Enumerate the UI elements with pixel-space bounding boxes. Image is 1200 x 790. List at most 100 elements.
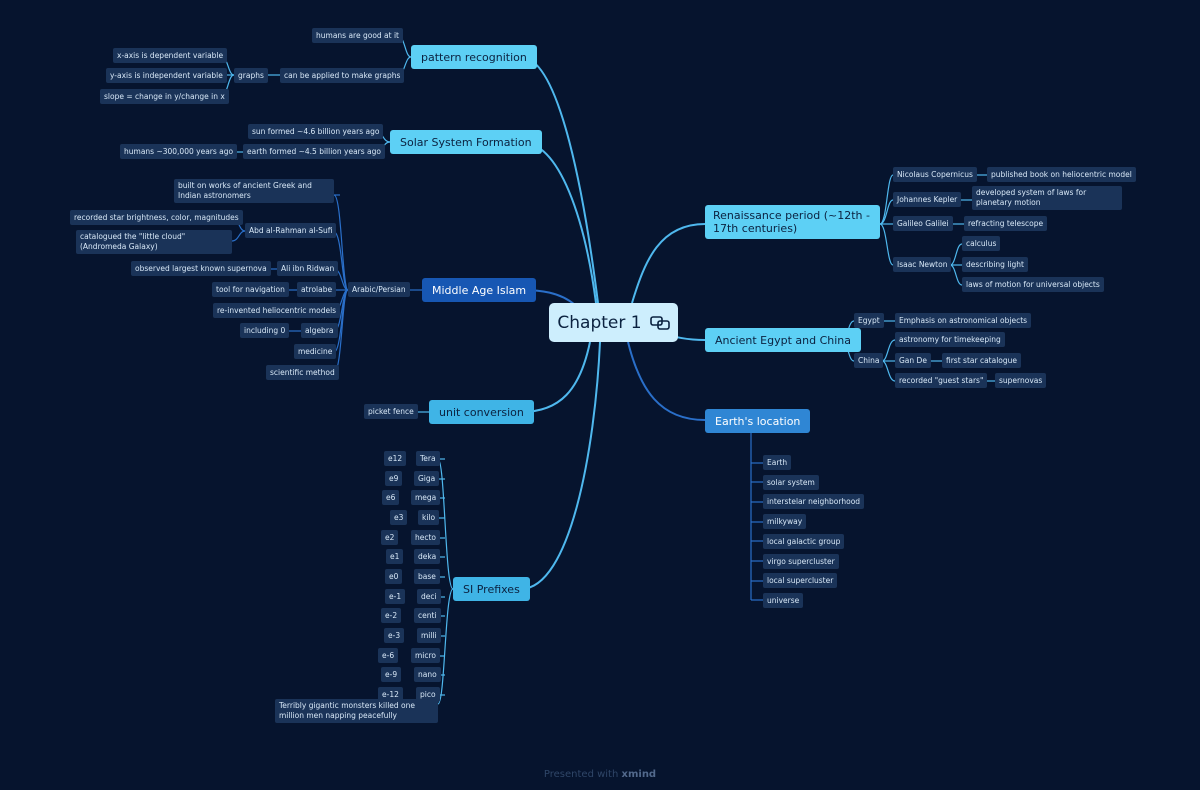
egypt-supernovas[interactable]: supernovas — [995, 373, 1047, 388]
topic-middle-age-islam[interactable]: Middle Age Islam — [422, 278, 537, 302]
topic-label: unit conversion — [439, 405, 524, 419]
topic-solar-system[interactable]: Solar System Formation — [390, 130, 542, 154]
islam-catalogued[interactable]: catalogued the "little cloud" (Andromeda… — [76, 230, 232, 254]
islam-astrolabe[interactable]: atrolabe — [297, 282, 337, 297]
si-prefix-exponent[interactable]: e6 — [382, 490, 400, 505]
si-prefix-name[interactable]: Tera — [416, 451, 440, 466]
pattern-y-axis[interactable]: y-axis is independent variable — [106, 68, 227, 83]
egypt-first-star[interactable]: first star catalogue — [942, 353, 1022, 368]
connector — [879, 199, 894, 225]
islam-algebra[interactable]: algebra — [301, 323, 338, 338]
central-topic[interactable]: Chapter 1 — [549, 303, 678, 342]
islam-arabic[interactable]: Arabic/Persian — [348, 282, 410, 297]
location-item[interactable]: milkyway — [763, 514, 807, 530]
si-prefix-name[interactable]: deci — [417, 589, 441, 604]
si-prefix-name[interactable]: kilo — [418, 510, 440, 525]
si-prefix-exponent[interactable]: e0 — [385, 569, 403, 584]
footer-credit: Presented with xmind — [0, 769, 1200, 780]
si-prefix-exponent[interactable]: e12 — [384, 451, 407, 466]
connector — [437, 458, 454, 590]
ren-calculus[interactable]: calculus — [962, 236, 1001, 251]
connector — [520, 56, 599, 304]
si-prefix-name[interactable]: micro — [411, 648, 441, 663]
ren-galilei[interactable]: Galileo Galilei — [893, 216, 953, 231]
topic-pattern-recognition[interactable]: pattern recognition — [411, 45, 537, 69]
islam-supernova[interactable]: observed largest known supernova — [131, 261, 271, 276]
si-prefix-exponent[interactable]: e1 — [386, 549, 404, 564]
egypt-emphasis[interactable]: Emphasis on astronomical objects — [895, 313, 1032, 328]
pattern-slope[interactable]: slope = change in y/change in x — [100, 89, 229, 104]
topic-egypt-china[interactable]: Ancient Egypt and China — [705, 328, 861, 352]
ren-copernicus[interactable]: Nicolaus Copernicus — [893, 167, 977, 182]
egypt-timekeeping[interactable]: astronomy for timekeeping — [895, 332, 1005, 347]
location-item[interactable]: Earth — [763, 455, 792, 470]
solar-humans[interactable]: humans ~300,000 years ago — [120, 144, 238, 159]
connector — [949, 264, 963, 286]
si-prefix-name[interactable]: mega — [411, 490, 441, 505]
si-prefix-exponent[interactable]: e-6 — [378, 648, 399, 663]
ren-light[interactable]: describing light — [962, 257, 1028, 272]
si-prefix-exponent[interactable]: e3 — [390, 510, 408, 525]
unit-picket-fence[interactable]: picket fence — [364, 404, 418, 419]
egypt-gan-de[interactable]: Gan De — [895, 353, 931, 368]
solar-sun[interactable]: sun formed ~4.6 billion years ago — [248, 124, 384, 139]
si-prefix-name[interactable]: centi — [414, 608, 441, 623]
footer-prefix: Presented with — [543, 769, 619, 780]
ren-motion[interactable]: laws of motion for universal objects — [962, 277, 1104, 292]
topic-label: SI Prefixes — [463, 582, 520, 596]
islam-ridwan[interactable]: Ali ibn Ridwan — [277, 261, 339, 276]
si-prefix-name[interactable]: milli — [417, 628, 441, 643]
pattern-can-be-applied[interactable]: can be applied to make graphs — [280, 68, 405, 83]
ren-telescope[interactable]: refracting telescope — [964, 216, 1048, 231]
si-prefix-name[interactable]: base — [414, 569, 440, 584]
topic-si-prefixes[interactable]: SI Prefixes — [453, 577, 530, 601]
islam-navigation[interactable]: tool for navigation — [212, 282, 289, 297]
si-prefix-exponent[interactable]: e2 — [381, 530, 399, 545]
si-prefix-exponent[interactable]: e-1 — [385, 589, 406, 604]
egypt-egypt[interactable]: Egypt — [854, 313, 884, 328]
egypt-china[interactable]: China — [854, 353, 884, 368]
connector — [627, 341, 706, 421]
si-prefix-exponent[interactable]: e-12 — [378, 687, 403, 702]
islam-scientific[interactable]: scientific method — [266, 365, 339, 380]
si-prefix-name[interactable]: nano — [414, 667, 441, 682]
location-item[interactable]: solar system — [763, 474, 819, 490]
islam-reinvented[interactable]: re-invented heliocentric models — [213, 303, 341, 318]
pattern-humans-good[interactable]: humans are good at it — [312, 28, 403, 43]
pattern-x-axis[interactable]: x-axis is dependent variable — [113, 48, 228, 63]
location-item[interactable]: interstelar neighborhood — [763, 494, 865, 510]
si-prefix-exponent[interactable]: e-2 — [381, 608, 402, 623]
topic-earths-location[interactable]: Earth's location — [705, 409, 811, 433]
location-item[interactable]: virgo supercluster — [763, 553, 839, 569]
topic-unit-conversion[interactable]: unit conversion — [429, 400, 534, 424]
ren-newton[interactable]: Isaac Newton — [893, 257, 952, 272]
ren-published[interactable]: published book on heliocentric model — [987, 167, 1136, 182]
islam-sufi[interactable]: Abd al-Rahman al-Sufi — [245, 223, 337, 238]
islam-built-on[interactable]: built on works of ancient Greek and Indi… — [174, 179, 334, 203]
location-item[interactable]: universe — [763, 592, 804, 608]
islam-medicine[interactable]: medicine — [294, 344, 337, 359]
connector — [879, 223, 894, 266]
ren-kepler[interactable]: Johannes Kepler — [893, 192, 962, 207]
si-prefix-exponent[interactable]: e-3 — [384, 628, 405, 643]
egypt-guest-stars[interactable]: recorded "guest stars" — [895, 373, 988, 388]
si-prefix-name[interactable]: Giga — [414, 471, 440, 486]
si-prefix-name[interactable]: deka — [414, 549, 441, 564]
si-mnemonic[interactable]: Terribly gigantic monsters killed one mi… — [275, 699, 438, 723]
topic-renaissance[interactable]: Renaissance period (~12th - 17th centuri… — [705, 205, 880, 239]
si-prefix-name[interactable]: pico — [416, 687, 440, 702]
pattern-graphs[interactable]: graphs — [234, 68, 268, 83]
ren-laws[interactable]: developed system of laws for planetary m… — [972, 186, 1122, 210]
connector — [520, 341, 601, 590]
si-prefix-exponent[interactable]: e-9 — [381, 667, 402, 682]
islam-recorded[interactable]: recorded star brightness, color, magnitu… — [70, 210, 243, 225]
si-prefix-name[interactable]: hecto — [411, 530, 441, 545]
location-item[interactable]: local galactic group — [763, 533, 845, 549]
islam-including[interactable]: including 0 — [240, 323, 290, 338]
solar-earth[interactable]: earth formed ~4.5 billion years ago — [243, 144, 386, 159]
location-item[interactable]: local supercluster — [763, 573, 838, 589]
connector — [631, 223, 706, 304]
si-prefix-exponent[interactable]: e9 — [385, 471, 403, 486]
